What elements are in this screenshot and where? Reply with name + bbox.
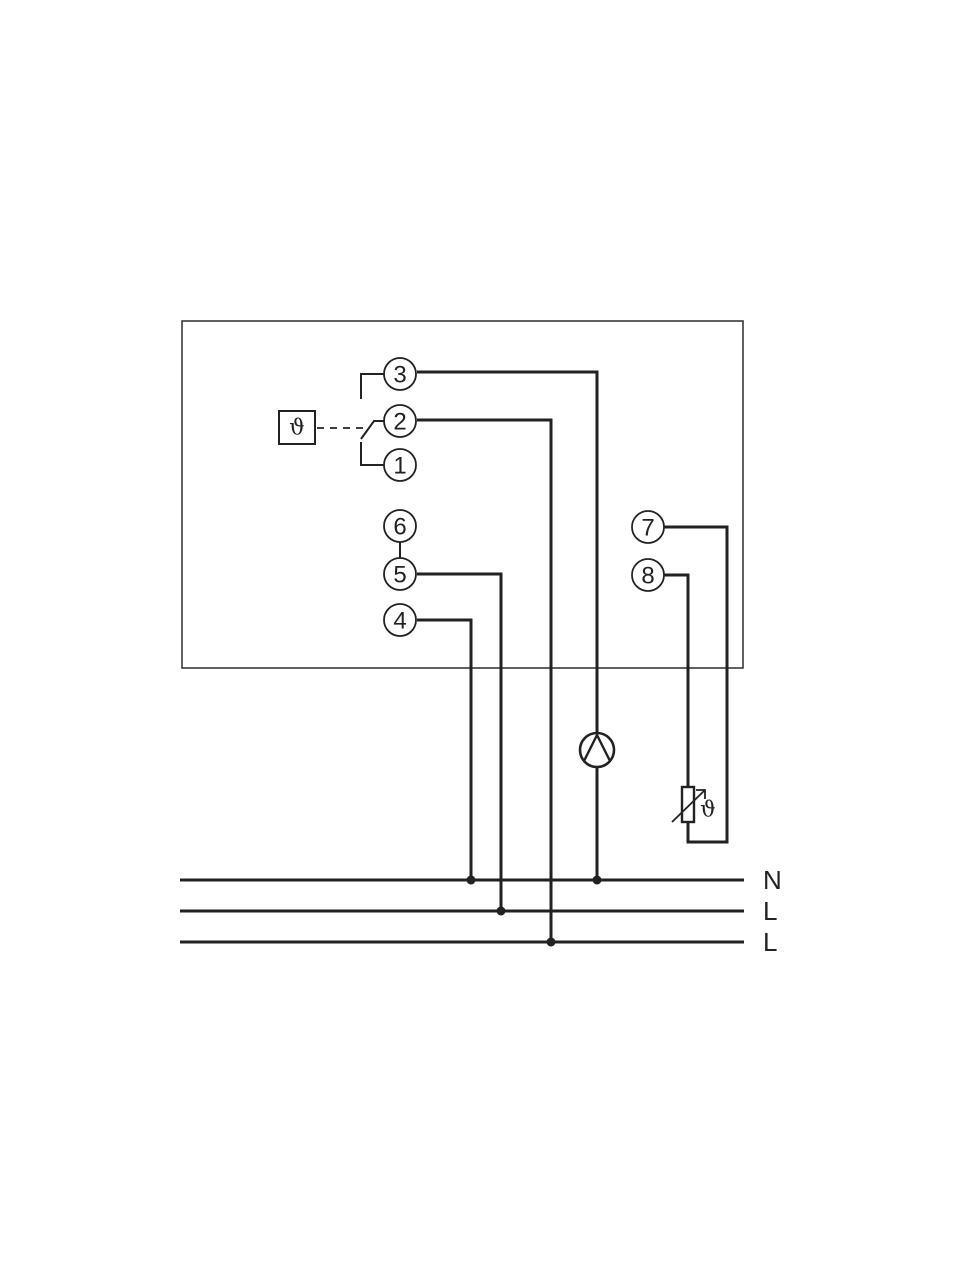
junction-dot xyxy=(592,875,602,885)
sensor-symbol: ϑ xyxy=(700,798,716,823)
terminal-3: 3 xyxy=(383,357,417,391)
terminal-2: 2 xyxy=(383,404,417,438)
junction-dot xyxy=(546,937,556,947)
pump-icon xyxy=(578,731,616,769)
terminal-label-6: 6 xyxy=(393,514,406,541)
wire-terminal-8 xyxy=(664,573,690,787)
terminal-5: 5 xyxy=(383,557,417,591)
terminal-label-1: 1 xyxy=(393,453,406,480)
device-enclosure xyxy=(181,320,744,669)
thermostat-icon: ϑ xyxy=(278,410,316,445)
terminal-label-3: 3 xyxy=(393,362,406,389)
supply-label-n: N xyxy=(763,865,782,895)
terminal-label-4: 4 xyxy=(393,608,406,635)
wire-terminal-3 xyxy=(417,370,599,732)
supply-label-l2: L xyxy=(763,927,777,957)
terminal-label-2: 2 xyxy=(393,409,406,436)
temperature-sensor-icon: ϑ xyxy=(671,785,716,824)
wire-terminal-5 xyxy=(417,572,503,911)
terminal-label-8: 8 xyxy=(641,563,654,590)
thermostat-symbol: ϑ xyxy=(289,416,305,441)
terminal-label-7: 7 xyxy=(641,515,654,542)
wire-terminal-4 xyxy=(417,618,473,880)
changeover-contact xyxy=(360,373,384,466)
terminal-1: 1 xyxy=(383,448,417,482)
wire-terminal-7 xyxy=(664,525,729,844)
supply-label-l1: L xyxy=(763,896,777,926)
terminal-4: 4 xyxy=(383,603,417,637)
terminal-label-5: 5 xyxy=(393,562,406,589)
junction-dot xyxy=(466,875,476,885)
junction-dot xyxy=(496,906,506,916)
wire-terminal-2 xyxy=(417,418,553,942)
terminal-8: 8 xyxy=(631,558,665,592)
terminal-6: 6 xyxy=(383,509,417,543)
terminal-7: 7 xyxy=(631,510,665,544)
